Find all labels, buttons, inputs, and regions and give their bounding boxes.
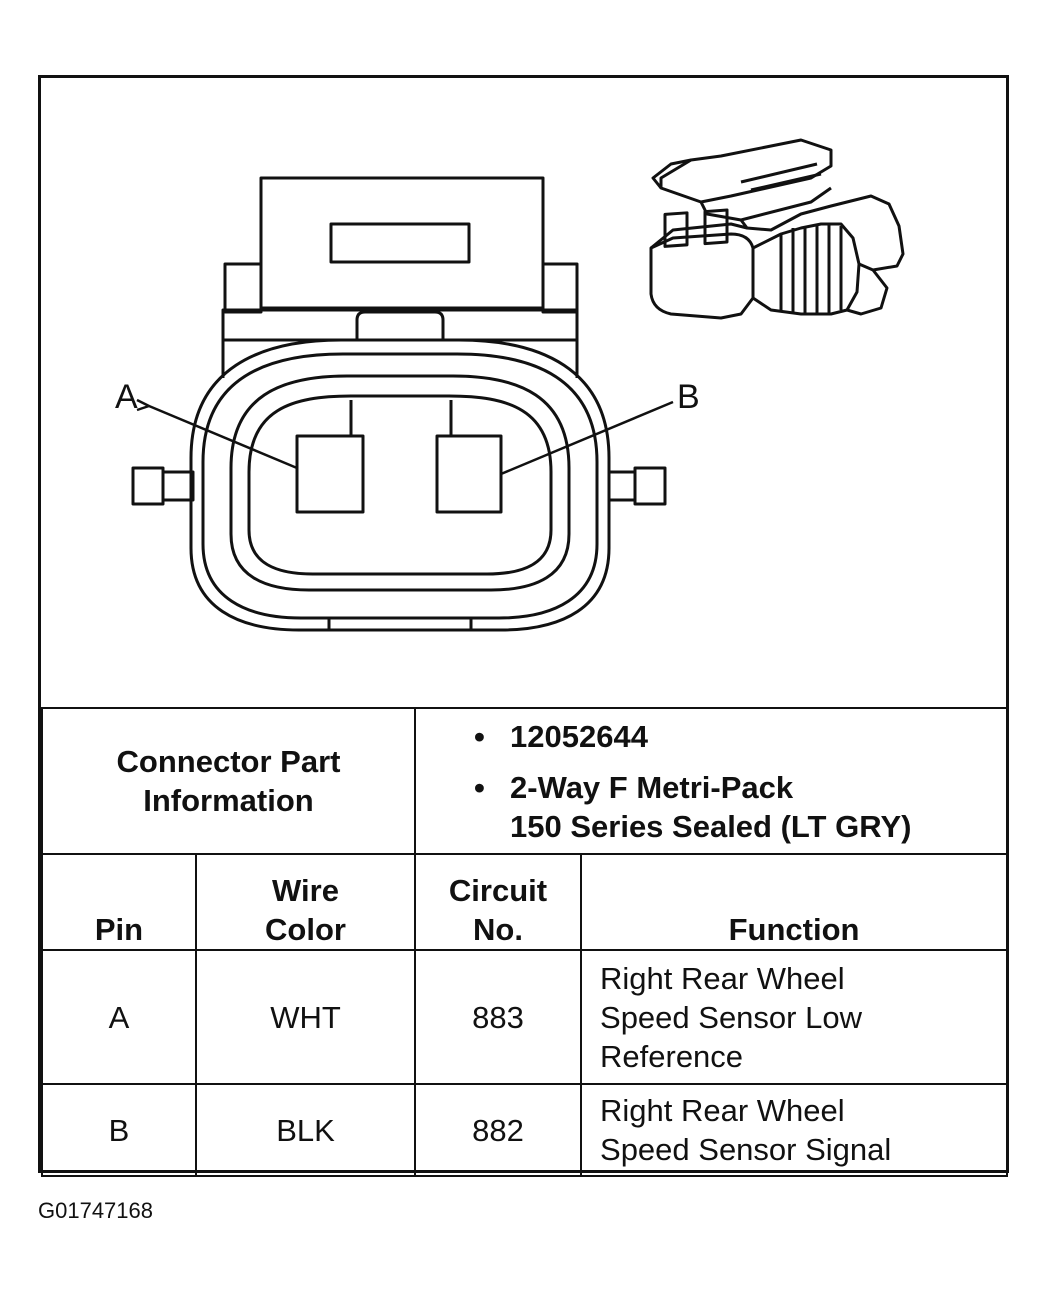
part-number: 12052644 bbox=[510, 718, 648, 754]
latch-housing bbox=[259, 176, 545, 310]
part-description-line2: 150 Series Sealed (LT GRY) bbox=[510, 808, 912, 844]
part-description-line1: 2-Way F Metri-Pack bbox=[510, 769, 794, 805]
header-circuit-line1: Circuit bbox=[448, 873, 548, 908]
connector-info-table: Connector Part Information • 12052644 • … bbox=[40, 707, 1009, 1177]
terminal-cavity-b bbox=[435, 434, 503, 514]
connector-part-info-row: Connector Part Information • 12052644 • … bbox=[40, 707, 1009, 855]
connector-seal bbox=[229, 374, 571, 592]
row-b-function-line2: Speed Sensor Signal bbox=[600, 1132, 892, 1167]
connector-part-values: • 12052644 • 2-Way F Metri-Pack 150 Seri… bbox=[414, 707, 1009, 855]
connector-part-label-line2: Information bbox=[143, 783, 314, 818]
header-circuit-no: Circuit No. bbox=[414, 853, 583, 951]
row-a-function-line1: Right Rear Wheel bbox=[600, 960, 845, 996]
pin-a-callout: A bbox=[115, 378, 138, 416]
row-b-wire-color: BLK bbox=[194, 1083, 417, 1177]
terminal-cavity-a bbox=[295, 434, 365, 514]
header-function: Function bbox=[580, 853, 1009, 951]
connector-shoulder bbox=[221, 308, 579, 378]
row-b-function-line1: Right Rear Wheel bbox=[600, 1093, 845, 1128]
row-a-function-line3: Reference bbox=[600, 1038, 744, 1074]
row-a-function: Right Rear Wheel Speed Sensor Low Refere… bbox=[580, 949, 1009, 1085]
side-post-left bbox=[131, 466, 165, 506]
connector-iso-illustration bbox=[649, 138, 905, 320]
header-wire-color-line1: Wire bbox=[272, 873, 339, 908]
connector-part-label: Connector Part Information bbox=[40, 707, 417, 855]
latch-ear-right bbox=[541, 262, 579, 314]
side-post-right bbox=[607, 470, 637, 502]
row-b-circuit: 882 bbox=[414, 1083, 583, 1177]
bullet-icon: • bbox=[474, 769, 485, 805]
header-wire-color: Wire Color bbox=[194, 853, 417, 951]
row-b-pin: B bbox=[41, 1083, 197, 1177]
header-pin-text: Pin bbox=[94, 912, 144, 947]
row-a-pin: A bbox=[41, 949, 197, 1085]
table-row: A WHT 883 Right Rear Wheel Speed Sensor … bbox=[41, 949, 1009, 1085]
bullet-icon: • bbox=[474, 718, 485, 754]
row-a-function-line2: Speed Sensor Low bbox=[600, 999, 862, 1035]
part-description-item: • 2-Way F Metri-Pack 150 Series Sealed (… bbox=[416, 768, 1006, 846]
connector-figure-frame: A B Connector Part Information • 1205264… bbox=[38, 75, 1009, 1177]
row-b-function: Right Rear Wheel Speed Sensor Signal bbox=[580, 1083, 1009, 1177]
row-a-circuit: 883 bbox=[414, 949, 583, 1085]
connector-diagram: A B bbox=[41, 78, 1006, 708]
header-function-text: Function bbox=[728, 912, 860, 947]
latch-ear-left bbox=[223, 262, 263, 314]
header-circuit-line2: No. bbox=[473, 912, 523, 947]
connector-face-drawing bbox=[131, 138, 905, 632]
latch-window bbox=[329, 222, 471, 264]
row-a-wire-color: WHT bbox=[194, 949, 417, 1085]
header-wire-color-line2: Color bbox=[265, 912, 346, 947]
connector-part-label-line1: Connector Part bbox=[116, 744, 341, 779]
table-row: B BLK 882 Right Rear Wheel Speed Sensor … bbox=[41, 1083, 1009, 1177]
pin-a-leader bbox=[148, 404, 298, 470]
pin-b-callout: B bbox=[677, 378, 700, 416]
figure-id: G01747168 bbox=[38, 1198, 153, 1223]
part-number-item: • 12052644 bbox=[416, 717, 1006, 756]
header-pin: Pin bbox=[41, 853, 197, 951]
table-header-row: Pin Wire Color Circuit No. Function bbox=[41, 853, 1009, 951]
pin-b-leader bbox=[500, 400, 674, 476]
connector-outer-shell bbox=[189, 338, 611, 632]
